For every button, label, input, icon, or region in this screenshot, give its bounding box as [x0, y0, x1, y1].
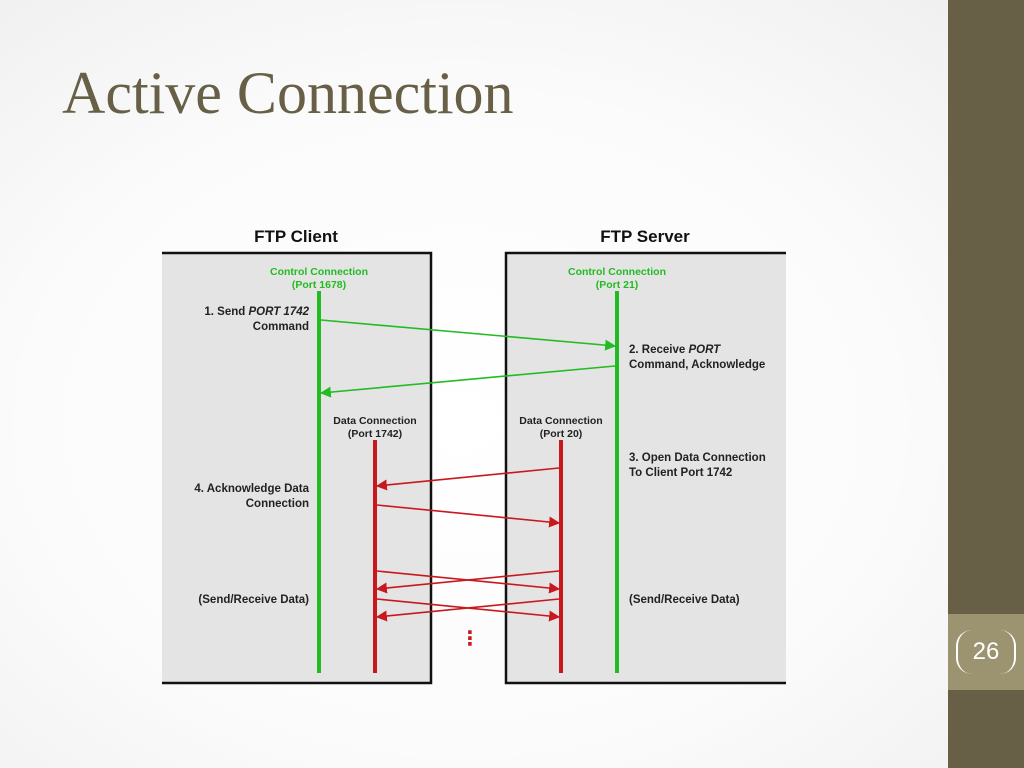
data-exchange-arrows	[375, 570, 561, 622]
server-control-label: Control Connection	[568, 266, 666, 278]
client-send-receive-label: (Send/Receive Data)	[198, 594, 309, 606]
step4-label: 4. Acknowledge Data	[194, 483, 309, 495]
step1-label-line2: Command	[253, 321, 309, 333]
continuation-dots: ⋮	[460, 628, 480, 650]
client-title: FTP Client	[254, 227, 338, 246]
ftp-active-connection-diagram: FTP Client FTP Server Control Connection…	[162, 227, 786, 685]
acknowledge-data-arrow	[376, 504, 561, 528]
acknowledge-arrow	[319, 365, 616, 398]
step3-label: 3. Open Data Connection	[629, 452, 766, 464]
data-arrow-4	[375, 598, 560, 622]
port-command-arrow	[320, 319, 617, 351]
open-data-connection-arrow	[375, 467, 560, 491]
server-data-label: Data Connection	[519, 415, 602, 427]
client-data-port: (Port 1742)	[348, 428, 402, 440]
step1-label: 1. Send PORT 1742	[204, 306, 309, 318]
client-control-label: Control Connection	[270, 266, 368, 278]
data-arrow-2	[375, 570, 560, 594]
page-number-tab	[948, 614, 1024, 690]
server-control-port: (Port 21)	[596, 279, 639, 291]
step2-label-line2: Command, Acknowledge	[629, 359, 765, 371]
slide-title: Active Connection	[62, 60, 514, 126]
server-title: FTP Server	[600, 227, 690, 246]
step4-label-line2: Connection	[246, 498, 309, 510]
server-send-receive-label: (Send/Receive Data)	[629, 594, 740, 606]
step3-label-line2: To Client Port 1742	[629, 467, 732, 479]
server-panel	[504, 251, 786, 685]
client-data-label: Data Connection	[333, 415, 416, 427]
page-number: 26	[956, 630, 1016, 674]
step2-label: 2. Receive PORT	[629, 344, 721, 356]
client-control-port: (Port 1678)	[292, 279, 346, 291]
server-data-port: (Port 20)	[540, 428, 583, 440]
